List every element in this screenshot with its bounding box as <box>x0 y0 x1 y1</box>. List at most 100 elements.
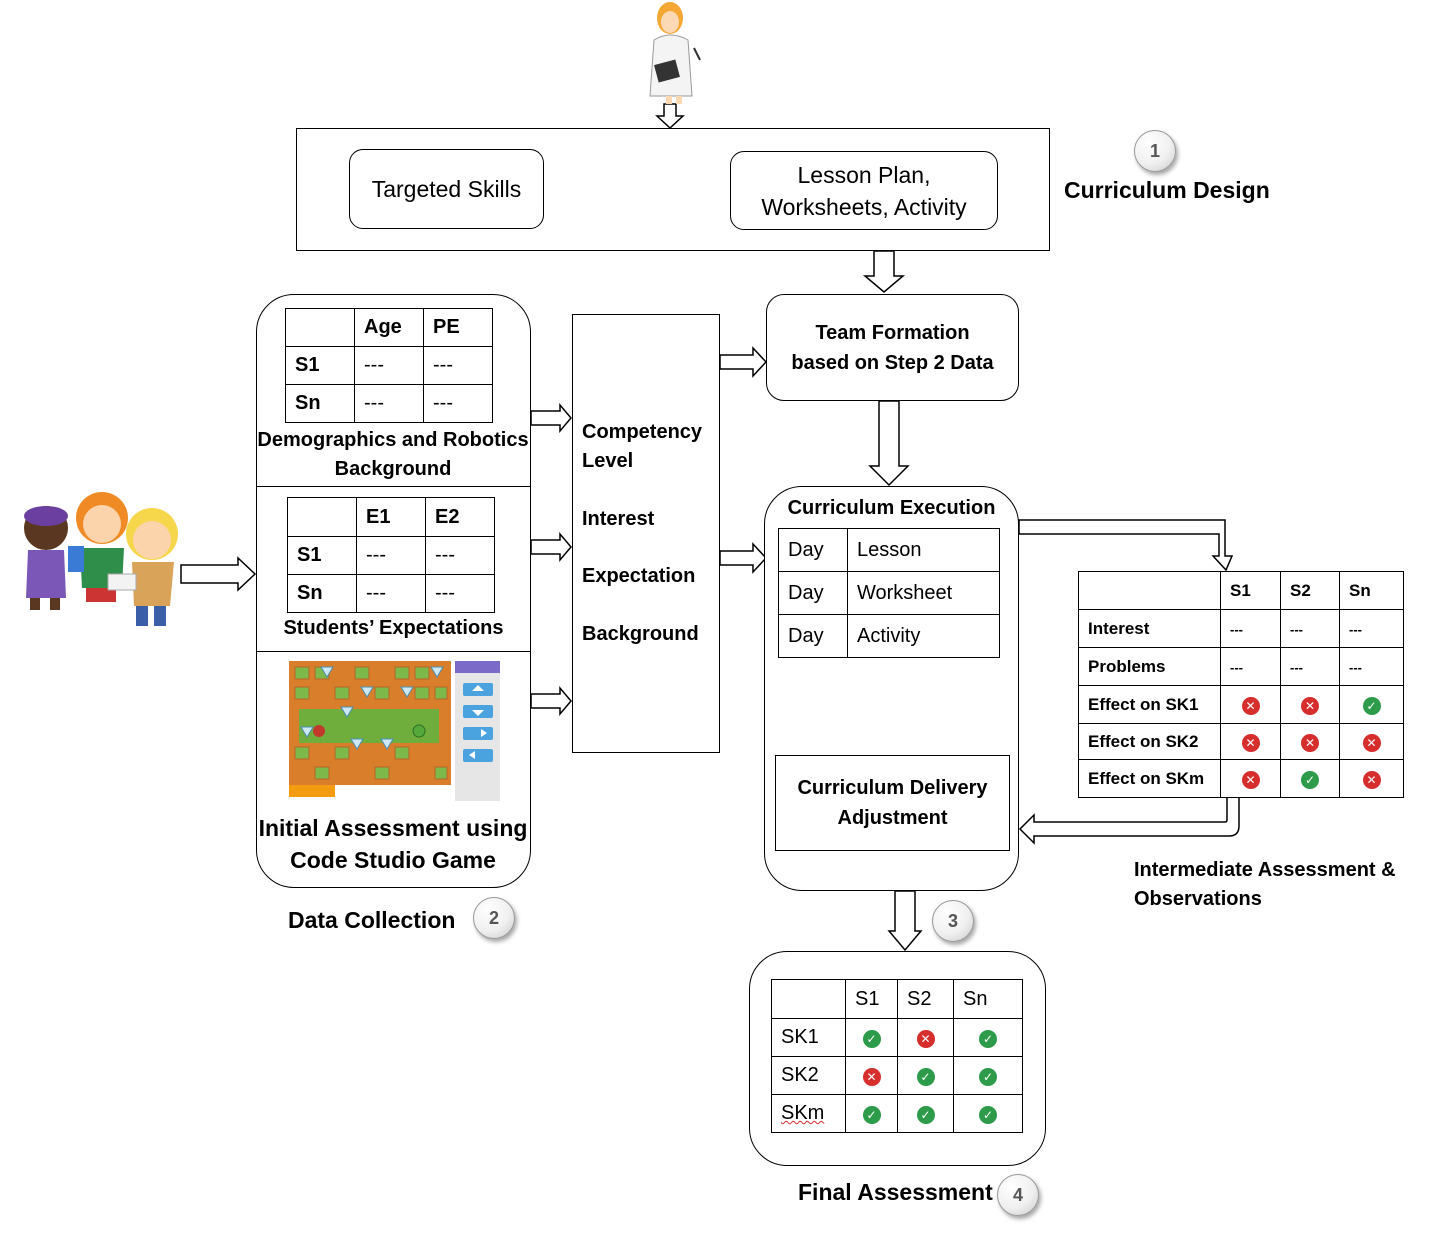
cross-icon: ✕ <box>1362 733 1381 752</box>
dash-value: --- <box>1230 659 1243 675</box>
demographics-caption-line1: Demographics and Robotics <box>257 429 529 451</box>
table-header-cell: E1 <box>356 497 426 537</box>
lesson-plan-box: Lesson Plan, Worksheets, Activity <box>730 151 998 230</box>
delivery-adjustment-line1: Curriculum Delivery <box>797 777 988 799</box>
table-row-label: Problems <box>1078 647 1221 686</box>
table-cell: ✕ <box>1280 723 1340 760</box>
demographics-table: Age PE S1 --- --- Sn --- --- <box>285 308 493 423</box>
game-caption: Initial Assessment using Code Studio Gam… <box>252 812 534 876</box>
check-icon: ✓ <box>862 1030 881 1048</box>
curriculum-execution-title: Curriculum Execution <box>787 497 996 519</box>
step-2-badge: 2 <box>473 897 515 939</box>
table-header-cell <box>771 979 846 1019</box>
table-cell: --- <box>356 574 426 613</box>
table-cell: --- <box>423 384 493 423</box>
table-cell: Day <box>778 614 848 658</box>
check-icon: ✓ <box>916 1106 935 1124</box>
table-cell: --- <box>1280 609 1340 648</box>
step-3-badge: 3 <box>932 900 974 942</box>
dash-value: --- <box>1349 659 1362 675</box>
final-assessment-table: S1 S2 Sn SK1 ✓ ✕ ✓ SK2 ✕ ✓ ✓ SKm ✓ ✓ ✓ <box>771 979 1023 1133</box>
table-header-cell: PE <box>423 308 493 347</box>
delivery-adjustment-box: Curriculum Delivery Adjustment <box>775 755 1010 851</box>
cross-icon: ✕ <box>1301 733 1319 752</box>
cross-icon: ✕ <box>1301 696 1319 715</box>
final-assessment-title: Final Assessment <box>798 1179 993 1205</box>
table-header-cell: S2 <box>897 979 954 1019</box>
table-cell: ✓ <box>897 1094 954 1133</box>
table-cell: ✕ <box>1339 723 1404 760</box>
table-cell: ✕ <box>1339 759 1404 798</box>
table-cell: --- <box>1280 647 1340 686</box>
panel-divider-1 <box>257 486 530 487</box>
table-cell: ✓ <box>845 1018 898 1057</box>
factor-competency: Competency <box>582 421 703 443</box>
intermediate-to-execution-arrow <box>1018 796 1240 845</box>
table-header-cell: E2 <box>425 497 495 537</box>
code-studio-game-screenshot <box>289 661 500 801</box>
table-cell: --- <box>354 346 424 385</box>
game-to-factors-arrow <box>530 685 572 717</box>
intermediate-assessment-table: S1 S2 Sn Interest --- --- --- Problems -… <box>1078 571 1404 798</box>
team-formation-line1: Team Formation <box>815 321 970 344</box>
check-icon: ✓ <box>862 1106 881 1124</box>
table-cell: ✕ <box>1220 685 1281 724</box>
check-icon: ✓ <box>979 1068 997 1086</box>
expectations-to-factors-arrow <box>530 531 572 563</box>
table-header-cell: S1 <box>1220 571 1281 610</box>
demographics-caption: Demographics and Robotics Background <box>252 426 534 484</box>
table-cell: Day <box>778 528 848 572</box>
team-to-execution-arrow <box>868 400 910 487</box>
targeted-skills-label: Targeted Skills <box>371 175 522 202</box>
table-cell: ✕ <box>1280 685 1340 724</box>
table-row-label: SK1 <box>771 1018 846 1057</box>
table-row-label: S1 <box>285 346 355 385</box>
table-cell: --- <box>1220 609 1281 648</box>
table-header-cell: Sn <box>953 979 1023 1019</box>
table-cell: ✓ <box>897 1056 954 1095</box>
intermediate-caption-line1: Intermediate Assessment & <box>1134 859 1396 881</box>
curriculum-design-title: Curriculum Design <box>1064 177 1270 203</box>
table-header-cell: Age <box>354 308 424 347</box>
factor-interest: Interest <box>582 508 655 530</box>
dash-value: --- <box>1349 621 1362 637</box>
data-collection-title: Data Collection <box>288 907 456 933</box>
table-cell: Lesson <box>847 528 1000 572</box>
table-cell: --- <box>354 384 424 423</box>
dash-value: --- <box>1290 659 1303 675</box>
table-header-cell <box>285 308 355 347</box>
step-2-number: 2 <box>488 907 499 928</box>
table-row-label: Effect on SKm <box>1078 759 1221 798</box>
table-row-label: S1 <box>287 536 357 575</box>
team-formation-line2: based on Step 2 Data <box>791 351 994 374</box>
table-cell: --- <box>356 536 426 575</box>
factors-box <box>572 314 720 753</box>
table-row-label: Sn <box>287 574 357 613</box>
cross-icon: ✕ <box>862 1068 881 1086</box>
table-header-cell: S1 <box>845 979 898 1019</box>
table-row-label: Effect on SK1 <box>1078 685 1221 724</box>
panel-divider-2 <box>257 651 530 652</box>
table-cell: ✓ <box>953 1094 1023 1133</box>
step-4-number: 4 <box>1012 1184 1023 1205</box>
check-icon: ✓ <box>979 1030 997 1048</box>
dash-value: --- <box>1290 621 1303 637</box>
table-cell: ✓ <box>1339 685 1404 724</box>
expectations-table: E1 E2 S1 --- --- Sn --- --- <box>287 497 495 613</box>
cross-icon: ✕ <box>916 1030 935 1048</box>
check-icon: ✓ <box>1301 770 1319 789</box>
table-header-cell <box>287 497 357 537</box>
table-header-cell <box>1078 571 1221 610</box>
table-row-label: Effect on SK2 <box>1078 723 1221 760</box>
team-formation-box: Team Formation based on Step 2 Data <box>766 294 1019 401</box>
dash-value: --- <box>1230 621 1243 637</box>
step-1-number: 1 <box>1149 140 1160 161</box>
table-cell: --- <box>1220 647 1281 686</box>
design-to-team-arrow <box>862 250 906 293</box>
table-cell: ✕ <box>1220 723 1281 760</box>
factor-expectation: Expectation <box>582 565 696 587</box>
cross-icon: ✕ <box>1241 770 1260 789</box>
students-to-collection-arrow <box>180 556 257 592</box>
check-icon: ✓ <box>916 1068 935 1086</box>
table-header-cell: S2 <box>1280 571 1340 610</box>
